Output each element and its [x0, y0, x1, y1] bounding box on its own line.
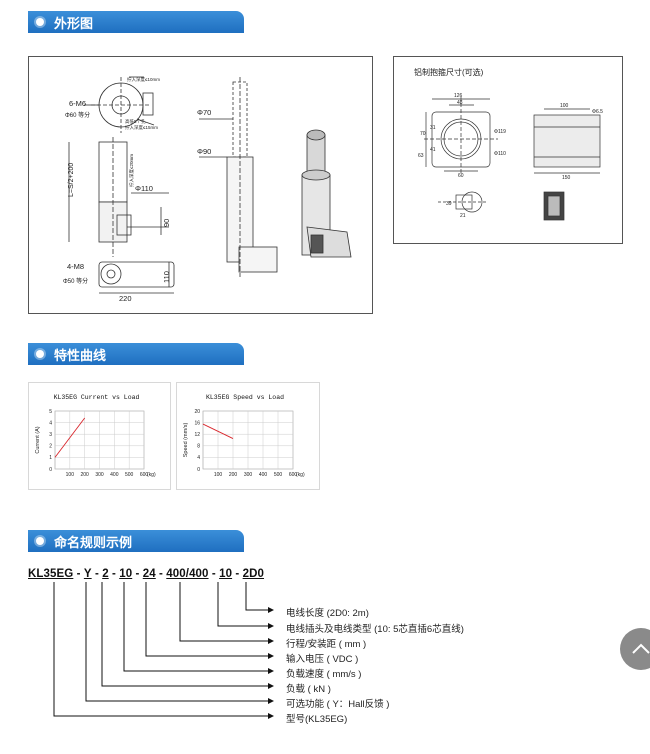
series-line: [202, 423, 234, 439]
bracket-dim-110: Φ110: [494, 151, 506, 157]
code-part-voltage: 24: [142, 568, 156, 580]
naming-desc-load: 负载 ( kN ): [286, 684, 331, 695]
y-axis-label: Current (A): [35, 426, 41, 453]
y-tick-label: 4: [49, 420, 52, 426]
section-header-outline: 外形图: [28, 11, 244, 33]
y-axis-label: Speed (mm/s): [183, 423, 189, 458]
chart-card-speed: KL35EG Speed vs Load 100 200 300 400 500 600 0 4…: [176, 382, 320, 490]
series-line: [54, 417, 86, 458]
label-depth10: 拧入深度≤10mm: [127, 76, 160, 83]
bullet-icon: [36, 537, 44, 545]
bracket-dim-41: 41: [430, 147, 436, 153]
x-tick-label: 100: [66, 472, 75, 478]
bracket-dim-100: 100: [560, 103, 569, 109]
label-phi110: Φ110: [135, 184, 153, 193]
speed-vs-load-chart: KL35EG Speed vs Load 100 200 300 400 500 600 0 4…: [183, 394, 305, 478]
x-tick-label: 400: [259, 472, 268, 478]
naming-desc-speed: 负载速度 ( mm/s ): [286, 669, 362, 680]
code-part-model: KL35EG: [28, 568, 74, 580]
y-tick-label: 20: [194, 409, 200, 415]
bracket-dim-21: 21: [460, 213, 466, 219]
code-part-cable: 2D0: [242, 568, 265, 580]
code-part-load: 2: [102, 568, 109, 580]
naming-desc-cable-length: 电线长度 (2D0: 2m): [286, 608, 369, 619]
bracket-dim-63: 63: [418, 153, 424, 159]
naming-desc-voltage: 输入电压 ( VDC ): [286, 654, 359, 665]
label-depth15: 拧入深度≤15mm: [125, 124, 158, 131]
label-d220: 220: [119, 294, 132, 303]
bracket-title: 铝制抱箍尺寸(可选): [414, 67, 484, 77]
bracket-dim-126: 126: [454, 93, 463, 99]
x-tick-label: 500: [125, 472, 134, 478]
label-length: L=S/2+200: [68, 163, 75, 197]
bracket-drawing: 铝制抱箍尺寸(可选) 126 48 70 31: [414, 67, 603, 221]
x-axis-label: (kg): [296, 472, 305, 478]
current-vs-load-chart: KL35EG Current vs Load 100 200 300 400 500 600…: [35, 394, 156, 478]
outline-drawing-panel: 6-M6 Φ60 等分 拧入深度≤10mm 高低5个孔 拧入深度≤15mm L=…: [28, 56, 373, 314]
x-tick-label: 400: [110, 472, 119, 478]
bullet-icon: [36, 18, 44, 26]
bracket-dim-39: 39: [446, 201, 452, 207]
y-tick-label: 12: [194, 432, 200, 438]
section-header-curves: 特性曲线: [28, 343, 244, 365]
y-tick-label: 16: [194, 420, 200, 426]
x-tick-label: 600: [289, 472, 298, 478]
label-phi50: Φ50 等分: [63, 277, 88, 285]
label-m6: 6-M6: [69, 99, 86, 108]
x-tick-label: 200: [229, 472, 238, 478]
label-phi70: Φ70: [197, 108, 211, 117]
chevron-up-icon: [632, 643, 650, 654]
y-tick-label: 5: [49, 409, 52, 415]
outline-drawing: 6-M6 Φ60 等分 拧入深度≤10mm 高低5个孔 拧入深度≤15mm L=…: [63, 76, 352, 303]
y-tick-label: 4: [197, 455, 200, 461]
section-title: 特性曲线: [54, 347, 107, 363]
y-tick-label: 3: [49, 432, 52, 438]
model-code: KL35EG - Y - 2 - 10 - 24 - 400/400 - 10 …: [28, 568, 265, 580]
x-tick-label: 600: [140, 472, 149, 478]
section-title: 命名规则示例: [54, 534, 133, 550]
label-d90: 90: [162, 219, 171, 227]
y-tick-label: 2: [49, 444, 52, 450]
section-header-naming: 命名规则示例: [28, 530, 244, 552]
chart-title: KL35EG Speed vs Load: [206, 394, 284, 401]
label-hole: 高低5个孔: [125, 118, 146, 125]
label-phi90: Φ90: [197, 147, 211, 156]
section-title: 外形图: [54, 15, 94, 31]
naming-desc-plug-type: 电线插头及电线类型 (10: 5芯直插6芯直线): [286, 624, 464, 635]
x-tick-label: 500: [274, 472, 283, 478]
x-tick-label: 200: [80, 472, 89, 478]
x-tick-label: 300: [244, 472, 253, 478]
bullet-icon: [36, 350, 44, 358]
x-axis-label: (kg): [147, 472, 156, 478]
y-tick-label: 1: [49, 455, 52, 461]
chart-title: KL35EG Current vs Load: [54, 394, 140, 401]
bracket-dim-48: 48: [457, 100, 463, 106]
bracket-dim-60: 60: [458, 173, 464, 179]
chart-card-current: KL35EG Current vs Load 100 200 300 400 500 600…: [28, 382, 171, 490]
code-part-option: Y: [83, 568, 92, 580]
label-phi60: Φ60 等分: [65, 111, 90, 119]
bracket-dim-6-5: Φ6.5: [592, 109, 603, 115]
label-m8: 4-M8: [67, 262, 84, 271]
y-tick-label: 0: [197, 467, 200, 473]
scroll-to-top-button[interactable]: [620, 628, 650, 670]
label-d110: 110: [162, 271, 171, 283]
code-part-plug: 10: [219, 568, 233, 580]
x-tick-label: 100: [214, 472, 223, 478]
naming-desc-model: 型号(KL35EG): [286, 714, 348, 725]
code-part-speed: 10: [119, 568, 133, 580]
naming-desc-stroke: 行程/安装距 ( mm ): [286, 639, 367, 650]
x-tick-label: 300: [95, 472, 104, 478]
bracket-drawing-panel: 铝制抱箍尺寸(可选) 126 48 70 31: [393, 56, 623, 244]
y-tick-label: 0: [49, 467, 52, 473]
bracket-dim-70: 70: [420, 131, 426, 137]
bracket-dim-150: 150: [562, 175, 571, 181]
bracket-dim-119: Φ119: [494, 129, 506, 135]
y-tick-label: 8: [197, 444, 200, 450]
bracket-dim-31: 31: [430, 125, 436, 131]
label-depth20: 拧入深度≤20mm: [128, 154, 135, 187]
naming-desc-option: 可选功能 ( Y：Hall反馈 ): [286, 699, 390, 710]
code-part-stroke: 400/400: [166, 568, 209, 580]
